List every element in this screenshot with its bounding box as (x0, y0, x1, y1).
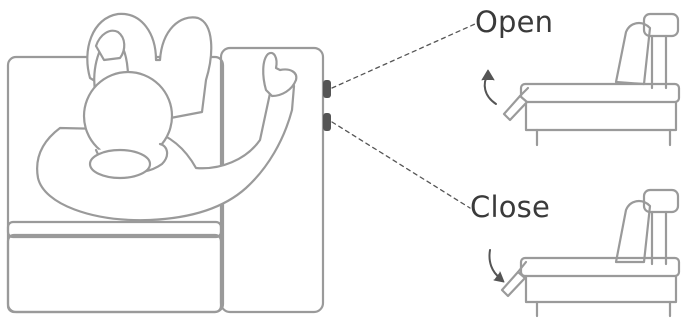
recliner-open-footrest (502, 94, 529, 122)
recliner-open-side-view (481, 12, 681, 147)
recliner-close-backrest (614, 200, 652, 264)
recliner-open-seat (519, 82, 681, 104)
person-figure (36, 12, 298, 222)
close-leader-line (331, 121, 471, 209)
open-button[interactable] (323, 80, 331, 98)
recliner-close-seat (519, 256, 681, 278)
person-hand-left (94, 29, 126, 62)
sofa-front-cushion (6, 233, 223, 314)
close-label: Close (470, 190, 550, 224)
recliner-close-side-view (488, 188, 681, 318)
sofa-front-cushion-top (6, 220, 223, 239)
leader-lines (331, 23, 476, 209)
recliner-close-arrow-body (488, 249, 501, 279)
recliner-open-footrest-rod (518, 86, 530, 98)
close-button[interactable] (323, 113, 331, 131)
recliner-close-base (524, 274, 678, 304)
curved-arrow-up-icon (481, 69, 495, 81)
control-buttons (323, 80, 331, 131)
recliner-close-footrest-rod (516, 260, 528, 274)
recliner-open-backrest (614, 22, 652, 86)
recliner-open-headrest (642, 12, 680, 38)
recliner-close-headrest (642, 188, 680, 214)
curved-arrow-down-icon (493, 271, 505, 283)
recliner-open-base (524, 100, 678, 132)
person-hand-thumb (262, 51, 298, 98)
open-leader-line (331, 23, 476, 89)
person-neck (88, 148, 152, 180)
open-label: Open (475, 5, 554, 39)
recliner-close-footrest (500, 270, 527, 298)
